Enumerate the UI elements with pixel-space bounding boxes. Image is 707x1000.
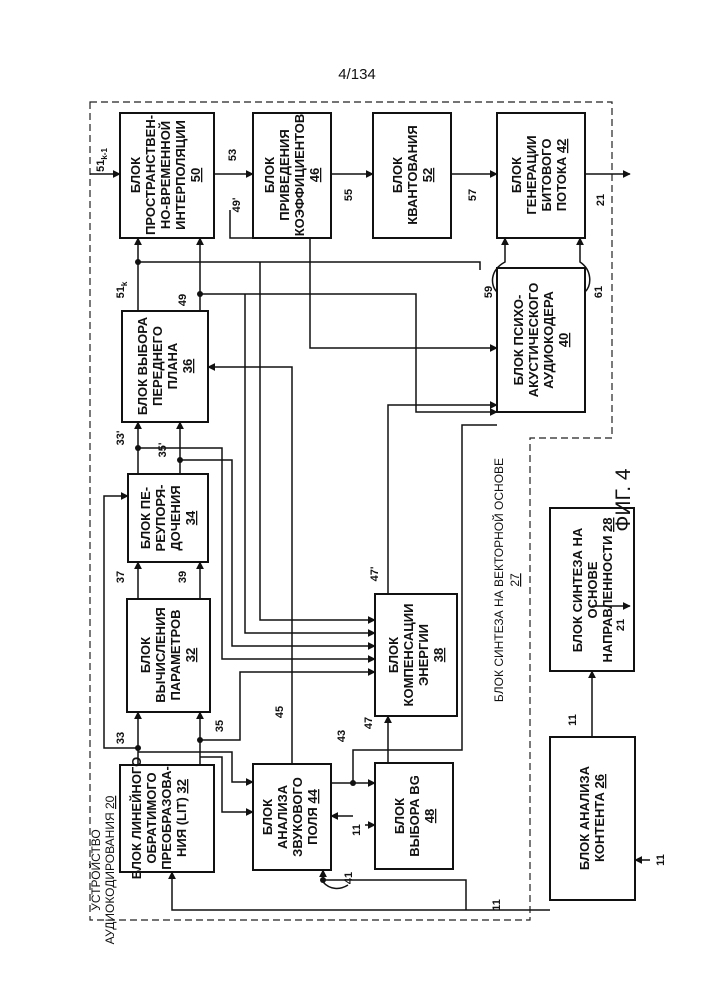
svg-text:61: 61	[593, 286, 605, 298]
svg-text:ИНТЕРПОЛЯЦИИ: ИНТЕРПОЛЯЦИИ	[173, 120, 188, 230]
svg-text:ЗВУКОВОГО: ЗВУКОВОГО	[290, 777, 305, 857]
svg-text:ФИГ. 4: ФИГ. 4	[612, 468, 635, 532]
svg-text:ПРЕОБРАЗОВА-: ПРЕОБРАЗОВА-	[159, 766, 174, 870]
vector-synthesis-caption: БЛОК СИНТЕЗА НА ВЕКТОРНОЙ ОСНОВЕ 27	[491, 458, 522, 702]
svg-text:КОМПЕНСАЦИИ: КОМПЕНСАЦИИ	[401, 604, 416, 707]
svg-text:БИТОВОГО: БИТОВОГО	[539, 139, 554, 212]
svg-text:34: 34	[183, 510, 198, 525]
svg-text:РЕУПОРЯ-: РЕУПОРЯ-	[153, 485, 168, 552]
svg-text:27: 27	[508, 573, 522, 587]
svg-text:53: 53	[227, 149, 239, 161]
svg-text:33': 33'	[115, 430, 127, 445]
svg-text:КОНТЕНТА 26: КОНТЕНТА 26	[592, 774, 607, 862]
svg-text:40: 40	[556, 333, 571, 347]
svg-text:БЛОК: БЛОК	[138, 637, 153, 673]
svg-text:21: 21	[615, 619, 627, 631]
svg-text:49: 49	[177, 294, 189, 306]
svg-text:52: 52	[420, 168, 435, 182]
svg-text:БЛОК: БЛОК	[262, 157, 277, 193]
svg-text:51k-1: 51k-1	[95, 148, 109, 172]
svg-text:50: 50	[188, 168, 203, 182]
svg-text:ПЕРЕДНЕГО: ПЕРЕДНЕГО	[150, 326, 165, 406]
svg-text:ОСНОВЕ: ОСНОВЕ	[585, 561, 600, 618]
svg-text:БЛОК: БЛОК	[390, 157, 405, 193]
audio-device-caption: УСТРОЙСТВО АУДИОКОДИРОВАНИЯ 20	[88, 795, 117, 944]
svg-text:57: 57	[467, 189, 479, 201]
svg-text:ОБРАТИМОГО: ОБРАТИМОГО	[144, 772, 159, 863]
svg-text:48: 48	[422, 809, 437, 823]
svg-text:КВАНТОВАНИЯ: КВАНТОВАНИЯ	[405, 125, 420, 224]
svg-text:32: 32	[183, 648, 198, 662]
svg-text:ПОЛЯ 44: ПОЛЯ 44	[305, 788, 320, 844]
svg-text:46: 46	[307, 168, 322, 182]
content-analysis-label: БЛОК АНАЛИЗА КОНТЕНТА 26	[577, 765, 607, 870]
svg-text:47': 47'	[369, 566, 381, 581]
svg-text:ГЕНЕРАЦИИ: ГЕНЕРАЦИИ	[524, 135, 539, 214]
page-number: 4/134	[338, 66, 376, 83]
svg-text:АУДИОКОДИРОВАНИЯ 20: АУДИОКОДИРОВАНИЯ 20	[103, 795, 117, 944]
svg-text:АКУСТИЧЕСКОГО: АКУСТИЧЕСКОГО	[526, 283, 541, 398]
svg-text:БЛОК ПЕ-: БЛОК ПЕ-	[138, 487, 153, 549]
svg-text:БЛОК ЛИНЕЙНОГО: БЛОК ЛИНЕЙНОГО	[129, 757, 144, 879]
svg-text:11: 11	[655, 854, 667, 866]
svg-text:ВЫЧИСЛЕНИЯ: ВЫЧИСЛЕНИЯ	[153, 607, 168, 703]
svg-text:ПАРАМЕТРОВ: ПАРАМЕТРОВ	[168, 609, 183, 700]
svg-text:11: 11	[567, 714, 579, 726]
svg-text:59: 59	[483, 286, 495, 298]
svg-text:51k: 51k	[115, 281, 129, 298]
svg-text:39: 39	[177, 571, 189, 583]
svg-text:БЛОК: БЛОК	[260, 799, 275, 835]
svg-text:36: 36	[180, 359, 195, 373]
svg-text:БЛОК: БЛОК	[392, 798, 407, 834]
svg-text:НО-ВРЕМЕННОЙ: НО-ВРЕМЕННОЙ	[158, 121, 173, 229]
svg-text:НАПРАВЛЕННОСТИ 28: НАПРАВЛЕННОСТИ 28	[600, 517, 615, 662]
svg-text:55: 55	[343, 189, 355, 201]
svg-text:47: 47	[363, 717, 375, 729]
svg-text:21: 21	[595, 194, 607, 206]
svg-text:ДОЧЕНИЯ: ДОЧЕНИЯ	[168, 485, 183, 550]
svg-text:АУДИОКОДЕРА: АУДИОКОДЕРА	[541, 291, 556, 389]
svg-text:БЛОК АНАЛИЗА: БЛОК АНАЛИЗА	[577, 765, 592, 870]
svg-text:38: 38	[431, 648, 446, 662]
svg-text:ПЛАНА: ПЛАНА	[165, 342, 180, 389]
svg-text:ВЫБОРА BG: ВЫБОРА BG	[407, 775, 422, 857]
svg-text:НИЯ (LIT) 32: НИЯ (LIT) 32	[174, 779, 189, 857]
svg-text:ПРОСТРАНСТВЕН-: ПРОСТРАНСТВЕН-	[143, 115, 158, 235]
svg-text:УСТРОЙСТВО: УСТРОЙСТВО	[88, 829, 103, 910]
svg-text:БЛОК: БЛОК	[128, 157, 143, 193]
svg-text:11: 11	[491, 899, 503, 911]
svg-text:ПРИВЕДЕНИЯ: ПРИВЕДЕНИЯ	[277, 129, 292, 220]
svg-text:11: 11	[351, 824, 363, 836]
svg-text:БЛОК СИНТЕЗА НА: БЛОК СИНТЕЗА НА	[570, 527, 585, 652]
svg-text:35': 35'	[157, 442, 169, 457]
figure-label: ФИГ. 4	[612, 468, 635, 532]
svg-text:43: 43	[336, 730, 348, 742]
svg-text:БЛОК: БЛОК	[386, 637, 401, 673]
svg-text:БЛОК ПСИХО-: БЛОК ПСИХО-	[511, 295, 526, 386]
svg-text:ПОТОКА 42: ПОТОКА 42	[554, 139, 569, 212]
svg-text:БЛОК СИНТЕЗА НА ВЕКТОРНОЙ ОСНО: БЛОК СИНТЕЗА НА ВЕКТОРНОЙ ОСНОВЕ	[491, 458, 506, 702]
svg-text:49': 49'	[231, 197, 243, 212]
svg-text:37: 37	[115, 571, 127, 583]
svg-text:КОЭФФИЦИЕНТОВ: КОЭФФИЦИЕНТОВ	[292, 114, 307, 237]
svg-text:БЛОК: БЛОК	[509, 157, 524, 193]
svg-text:АНАЛИЗА: АНАЛИЗА	[275, 784, 290, 849]
svg-text:45: 45	[274, 706, 286, 718]
svg-text:35: 35	[214, 720, 226, 732]
svg-text:33: 33	[115, 732, 127, 744]
svg-text:41: 41	[343, 872, 355, 884]
svg-text:ЭНЕРГИИ: ЭНЕРГИИ	[416, 624, 431, 686]
svg-text:БЛОК ВЫБОРА: БЛОК ВЫБОРА	[135, 316, 150, 415]
